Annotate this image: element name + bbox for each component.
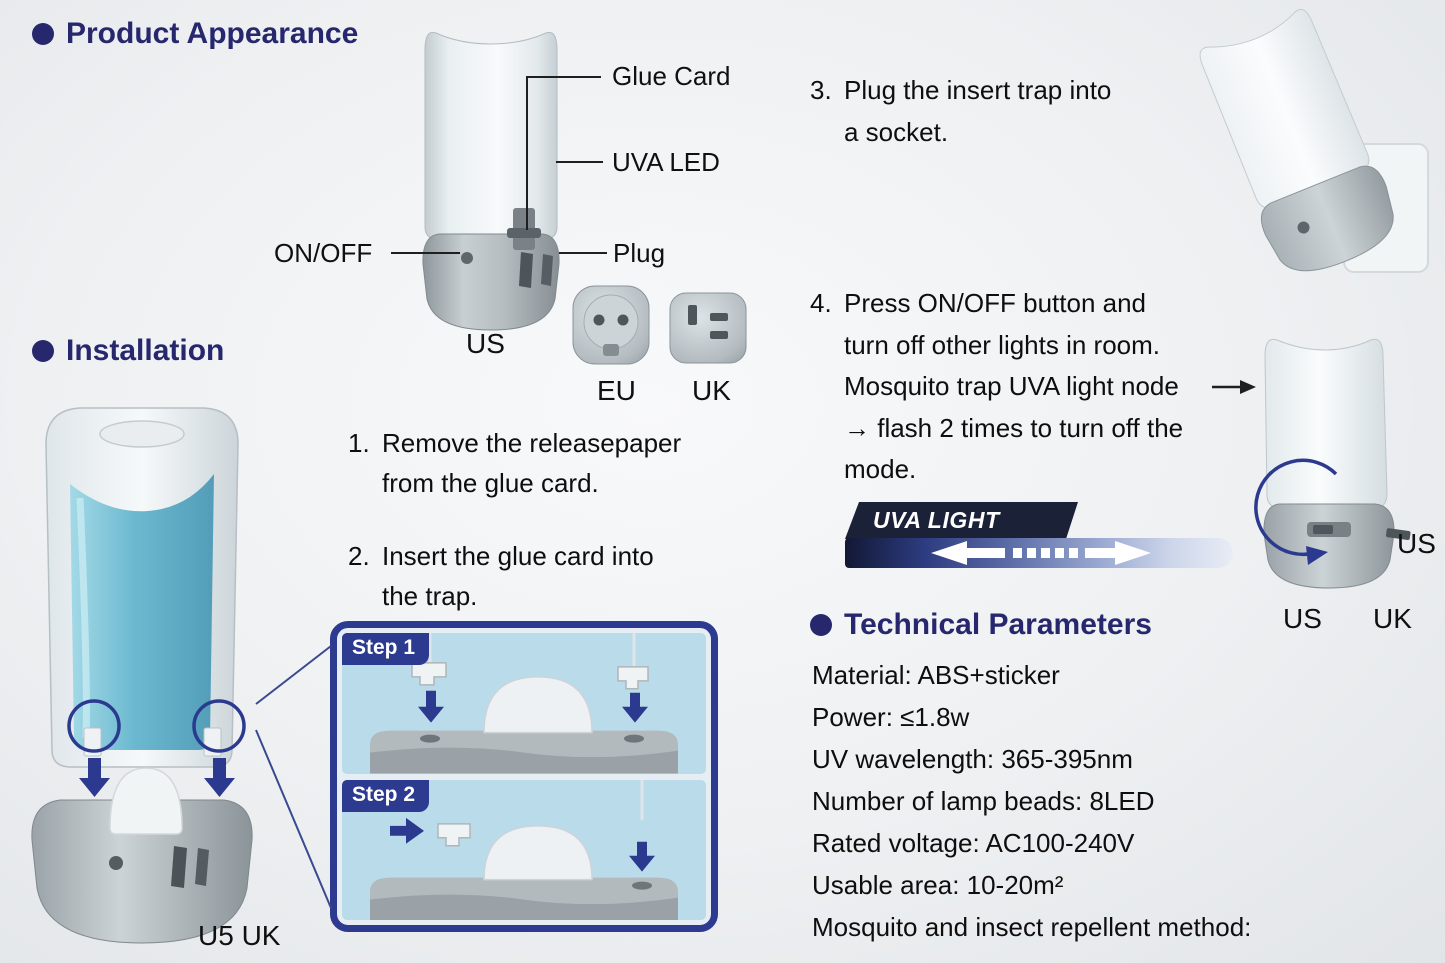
down-arrow-icon	[622, 692, 648, 723]
section-heading-technical-parameters: Technical Parameters	[810, 608, 1152, 642]
tech-param-power: Power: ≤1.8w	[812, 702, 970, 732]
step-number: 4.	[810, 288, 832, 318]
down-arrow-icon	[629, 841, 655, 872]
led-dome	[483, 824, 593, 880]
step-1-illustration	[370, 633, 678, 774]
card-slot	[507, 228, 541, 238]
plug-blade	[519, 252, 533, 288]
section-title: Technical Parameters	[844, 608, 1152, 641]
step-2-illustration	[370, 779, 678, 920]
step-text: Remove the releasepaper from the glue ca…	[382, 428, 682, 498]
uk-plug-label: UK	[692, 375, 731, 406]
led-dome	[483, 676, 593, 734]
glue-card-label: Glue Card	[612, 61, 731, 91]
uva-light-banner: UVA LIGHT	[845, 502, 1078, 539]
us-bottom-label: US	[1283, 603, 1322, 634]
uva-led-label: UVA LED	[612, 147, 720, 177]
trap-cover	[1264, 338, 1388, 510]
uva-light-label: UVA LIGHT	[873, 507, 1000, 533]
down-arrow-icon	[79, 758, 110, 797]
section-heading-product-appearance: Product Appearance	[32, 17, 358, 51]
highlight-circle	[192, 699, 246, 753]
step-text: Plug the insert trap into a socket.	[844, 75, 1112, 147]
installation-device-illustration	[31, 407, 253, 944]
bullet-icon	[32, 23, 54, 45]
tech-param-lamp-beads: Number of lamp beads: 8LED	[812, 786, 1155, 816]
down-arrow-icon	[204, 758, 235, 797]
on-off-label: ON/OFF	[274, 238, 373, 268]
on-off-button	[109, 856, 123, 870]
socket-device-illustration	[1199, 9, 1429, 273]
right-arrow-icon	[390, 817, 424, 844]
bullet-icon	[810, 614, 832, 636]
product-device-illustration	[422, 31, 560, 331]
on-off-button	[1297, 221, 1310, 234]
plug-blade	[171, 846, 187, 888]
step-text: Insert the glue card into the trap.	[382, 541, 654, 611]
eu-plug-label: EU	[597, 375, 636, 406]
handle-cutout	[99, 420, 185, 448]
glue-card-clip	[411, 662, 447, 686]
install-step-2: 2. Insert the glue card into the trap.	[348, 536, 654, 616]
down-arrow-icon	[418, 690, 444, 723]
highlight-circle	[67, 699, 121, 753]
step-text: Press ON/OFF button and turn off other l…	[844, 288, 1184, 484]
uk-bottom-label: UK	[1373, 603, 1412, 634]
device-variant-label: U5 UK	[198, 920, 281, 951]
step-number: 2.	[348, 541, 370, 571]
glue-card-clip	[437, 822, 471, 847]
install-step-4: 4. Press ON/OFF button and turn off othe…	[810, 283, 1250, 491]
plug-blade	[1386, 528, 1411, 540]
step-1-tag: Step 1	[342, 633, 430, 665]
led-dome	[109, 767, 183, 835]
plug-blade	[541, 254, 553, 286]
trap-base	[1263, 503, 1395, 589]
tech-param-voltage: Rated voltage: AC100-240V	[812, 828, 1135, 858]
glue-card	[70, 474, 214, 750]
plug-label: Plug	[613, 238, 666, 268]
section-heading-installation: Installation	[32, 334, 224, 368]
uk-plug-illustration	[669, 292, 747, 364]
install-step-3: 3. Plug the insert trap into a socket.	[810, 70, 1111, 153]
step-1-panel: Step 1	[342, 633, 706, 774]
step-number: 1.	[348, 428, 370, 458]
section-title: Product Appearance	[66, 17, 359, 50]
eu-plug-illustration	[572, 285, 650, 365]
tech-param-wavelength: UV wavelength: 365-395nm	[812, 744, 1133, 774]
bullet-icon	[32, 340, 54, 362]
tech-param-usable-area: Usable area: 10-20m²	[812, 870, 1064, 900]
tech-param-material: Material: ABS+sticker	[812, 660, 1060, 690]
us-side-label: US	[1397, 528, 1436, 559]
right-device-illustration	[1263, 338, 1411, 589]
install-step-1: 1. Remove the releasepaper from the glue…	[348, 423, 681, 503]
section-title: Installation	[66, 334, 225, 367]
tech-param-repellent-method: Mosquito and insect repellent method:	[812, 912, 1252, 942]
on-off-button	[461, 252, 473, 264]
us-plug-label: US	[466, 328, 505, 359]
step-number: 3.	[810, 75, 832, 105]
glue-card-clip	[617, 666, 649, 690]
trap-base	[31, 799, 253, 944]
plug-blade	[195, 848, 209, 886]
step-2-panel: Step 2	[342, 779, 706, 920]
slide-arrows-icon	[931, 541, 1151, 565]
step-illustration-box: Step 1 Step 2	[330, 621, 718, 932]
tech-params-list: Material: ABS+sticker Power: ≤1.8w UV wa…	[812, 654, 1251, 948]
uva-light-indicator-bar	[845, 538, 1233, 568]
trap-base	[1260, 165, 1394, 272]
step-2-tag: Step 2	[342, 779, 430, 812]
